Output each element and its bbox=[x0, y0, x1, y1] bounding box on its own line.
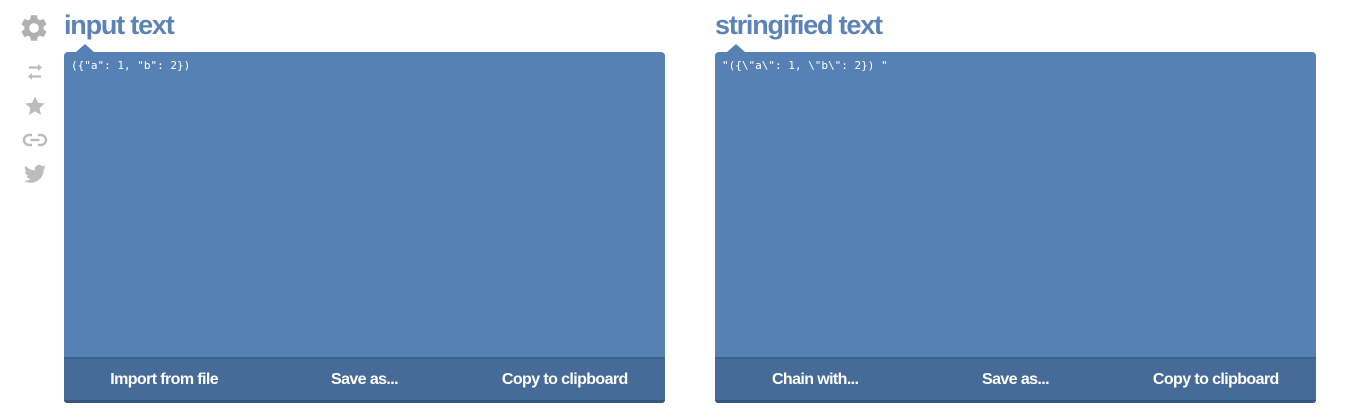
input-panel-header: input text bbox=[64, 0, 665, 52]
input-toolbar: Import from file Save as... Copy to clip… bbox=[64, 357, 665, 403]
twitter-icon[interactable] bbox=[18, 162, 52, 196]
input-editor[interactable]: ({"a": 1, "b": 2}) bbox=[64, 52, 665, 357]
output-text-content[interactable]: "({\"a\": 1, \"b\": 2}) " bbox=[722, 59, 888, 72]
output-panel-title: stringified text bbox=[715, 10, 883, 40]
star-icon[interactable] bbox=[18, 94, 52, 128]
copy-to-clipboard-button[interactable]: Copy to clipboard bbox=[1152, 371, 1279, 388]
import-from-file-button[interactable]: Import from file bbox=[110, 371, 219, 388]
save-as-button[interactable]: Save as... bbox=[331, 371, 399, 388]
input-text-content[interactable]: ({"a": 1, "b": 2}) bbox=[71, 59, 191, 72]
input-panel: input text ({"a": 1, "b": 2}) Import fro… bbox=[64, 0, 665, 403]
title-pointer bbox=[76, 44, 94, 52]
sidebar bbox=[18, 12, 52, 196]
link-icon[interactable] bbox=[18, 128, 52, 162]
output-editor[interactable]: "({\"a\": 1, \"b\": 2}) " bbox=[715, 52, 1316, 357]
chain-with-button[interactable]: Chain with... bbox=[771, 371, 859, 388]
copy-to-clipboard-button[interactable]: Copy to clipboard bbox=[501, 371, 628, 388]
title-pointer bbox=[727, 44, 745, 52]
output-panel: stringified text "({\"a\": 1, \"b\": 2})… bbox=[715, 0, 1316, 403]
swap-icon[interactable] bbox=[18, 60, 52, 94]
input-panel-title: input text bbox=[64, 10, 175, 40]
output-toolbar: Chain with... Save as... Copy to clipboa… bbox=[715, 357, 1316, 403]
output-panel-header: stringified text bbox=[715, 0, 1316, 52]
save-as-button[interactable]: Save as... bbox=[982, 371, 1050, 388]
gear-icon[interactable] bbox=[18, 12, 52, 46]
